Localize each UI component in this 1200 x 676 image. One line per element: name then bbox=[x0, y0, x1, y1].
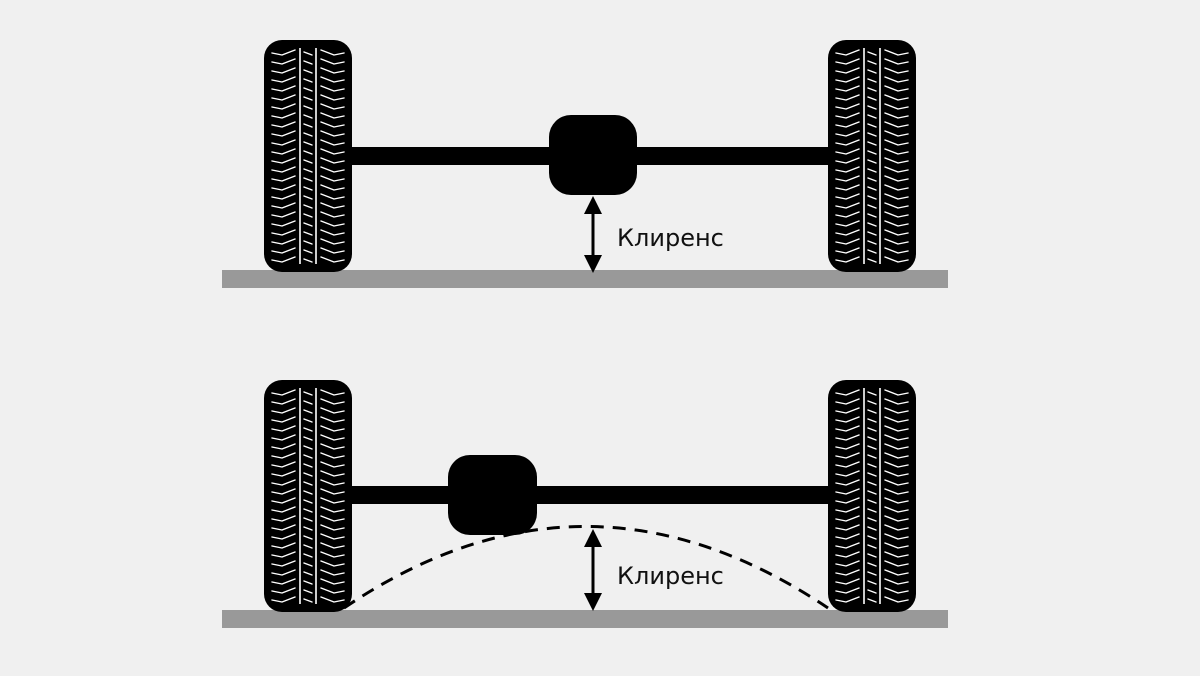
left-tire-icon bbox=[264, 40, 352, 272]
differential-icon bbox=[549, 115, 637, 195]
clearance-label: Клиренс bbox=[617, 224, 724, 252]
differential-icon bbox=[448, 455, 537, 535]
left-tire-icon bbox=[264, 380, 352, 612]
clearance-label: Клиренс bbox=[617, 562, 724, 590]
axle-bar bbox=[340, 486, 840, 504]
ground-bar bbox=[222, 270, 948, 288]
top-panel: Клиренс bbox=[222, 40, 948, 288]
ground-bar bbox=[222, 610, 948, 628]
bottom-panel: Клиренс bbox=[222, 380, 948, 628]
right-tire-icon bbox=[828, 40, 916, 272]
obstacle-curve bbox=[343, 525, 829, 610]
right-tire-icon bbox=[828, 380, 916, 612]
